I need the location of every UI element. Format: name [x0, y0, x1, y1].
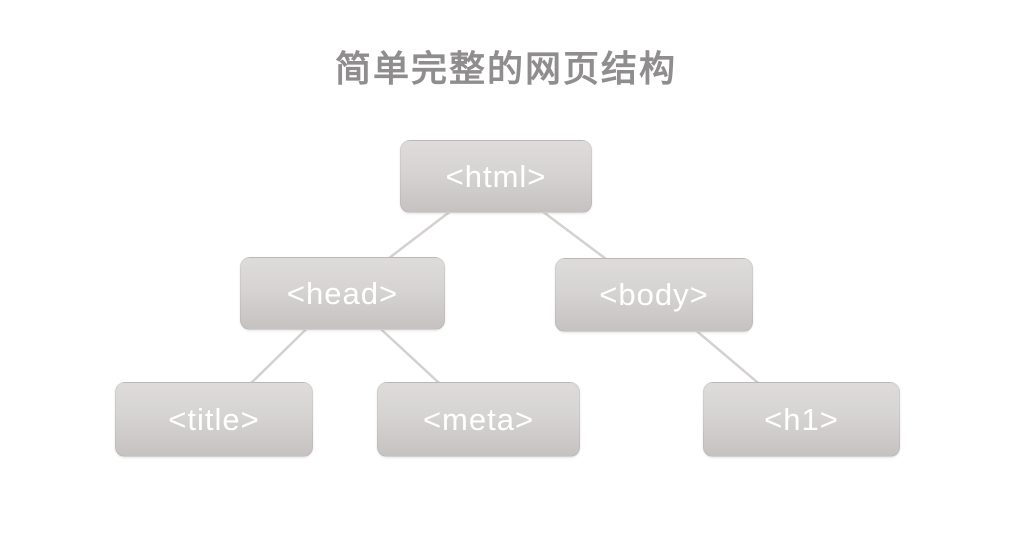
node-body: <body> [555, 258, 753, 332]
node-meta: <meta> [377, 382, 580, 457]
diagram-title: 简单完整的网页结构 [334, 48, 677, 89]
node-title: <title> [115, 382, 313, 457]
node-head: <head> [240, 257, 445, 330]
node-h1: <h1> [703, 382, 900, 457]
node-html: <html> [400, 140, 592, 213]
